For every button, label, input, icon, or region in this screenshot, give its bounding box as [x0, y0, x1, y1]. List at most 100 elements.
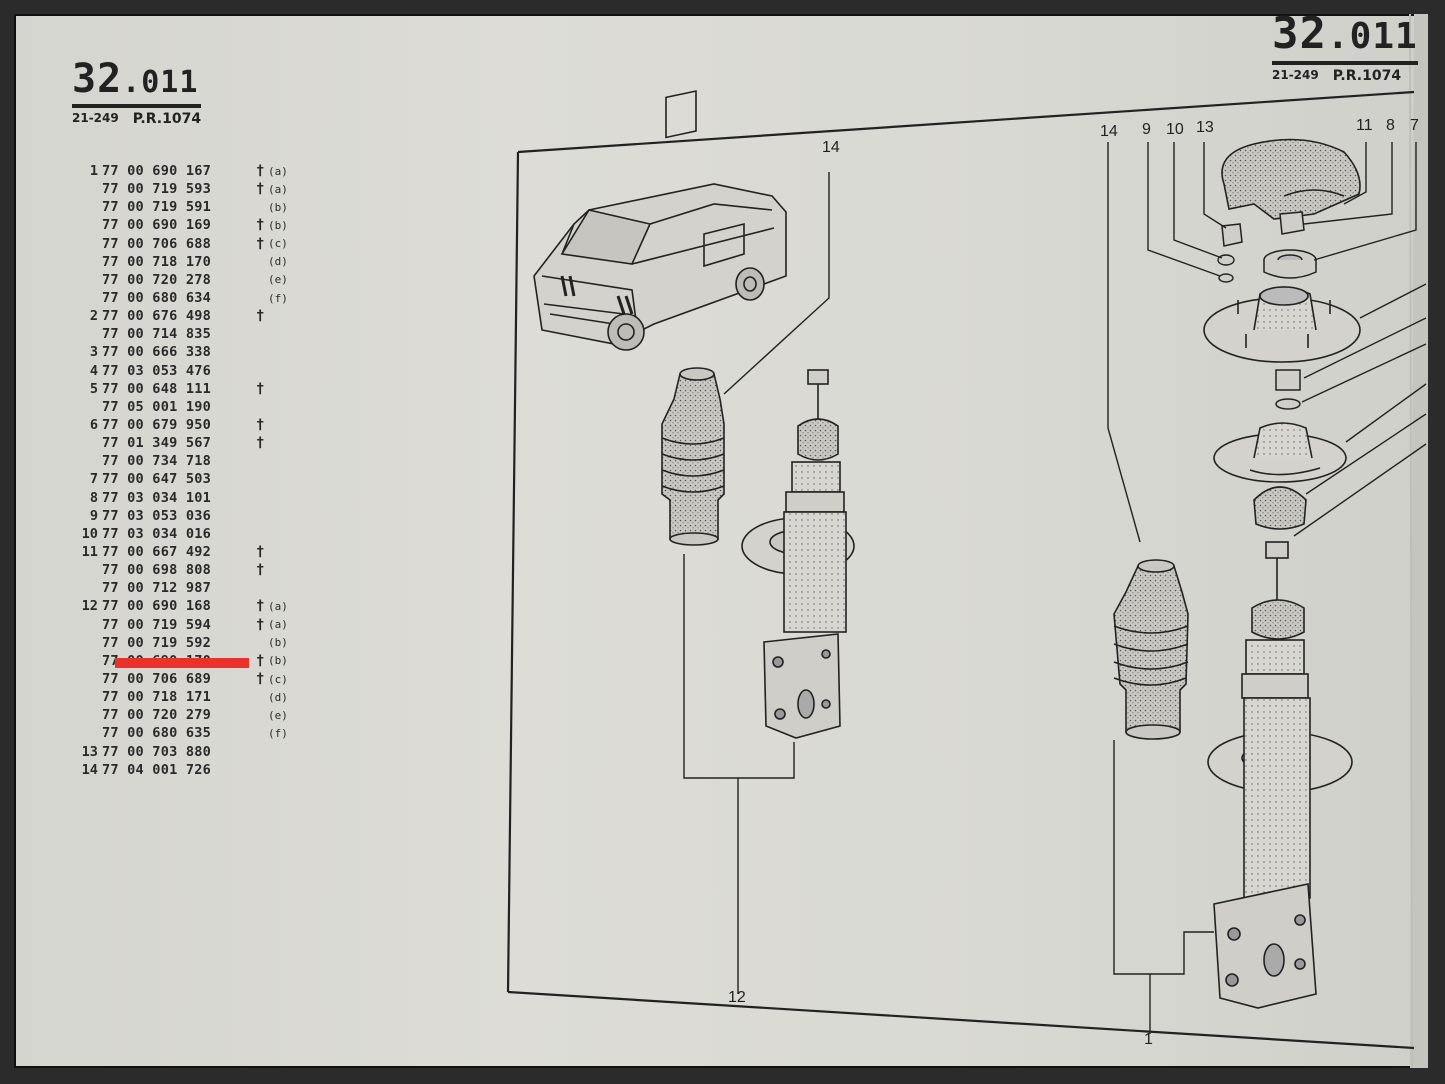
rubber-stop	[1253, 486, 1307, 530]
part-ref-number: 1	[89, 163, 98, 180]
callout-14-left: 14	[822, 139, 840, 156]
dagger-mark: †	[256, 217, 265, 234]
part-ref-number: 10	[81, 525, 98, 542]
callout-10: 10	[1166, 121, 1184, 138]
part-number: 77 00 720 279	[102, 707, 211, 724]
part-number: 77 04 001 726	[102, 761, 211, 778]
part-ref-number: 2	[89, 308, 98, 325]
exploded-diagram: 14 12 14 9 10 13 11 8 7 1	[506, 90, 1427, 1050]
part-number: 77 00 718 170	[102, 253, 211, 270]
parts-list-row: 77 01 349 567 †	[80, 434, 288, 452]
part-ref-number: 13	[81, 743, 98, 760]
dagger-mark: †	[256, 435, 265, 452]
section-number-right: 32.011	[1272, 14, 1418, 59]
part-number: 77 00 719 592	[102, 634, 211, 651]
part-number: 77 03 053 036	[102, 507, 211, 524]
part-number: 77 00 690 169	[102, 217, 211, 234]
part-number: 77 00 719 593	[102, 181, 211, 198]
part-ref-number: 8	[89, 489, 98, 506]
header-rule	[72, 104, 202, 108]
section-code: 21-249	[72, 111, 119, 125]
variant-note: (f)	[268, 291, 288, 305]
part-number: 77 00 706 689	[102, 671, 211, 687]
thrust-washer-7	[1263, 249, 1317, 279]
part-number: 77 03 053 476	[102, 362, 211, 379]
parts-list-row: 77 00 706 688†(c)	[80, 235, 288, 253]
frame-bottom-line	[507, 990, 1415, 1050]
part-number: 77 00 676 498	[102, 308, 211, 325]
part-number: 77 05 001 190	[102, 398, 211, 415]
section-number: 32.011	[72, 56, 199, 102]
header-rule-right	[1272, 61, 1418, 65]
part-number: 77 00 648 111	[102, 380, 211, 397]
parts-list-row: 77 00 719 593†(a)	[80, 180, 288, 198]
part-number: 77 00 647 503	[102, 471, 211, 488]
variant-note: (a)	[268, 599, 288, 613]
variant-note: (a)	[268, 618, 288, 632]
dagger-mark: †	[256, 235, 265, 252]
part-number: 77 00 714 835	[102, 326, 211, 343]
parts-list-row: 77 00 680 635(f)	[80, 724, 288, 742]
parts-list-row: 77 00 719 594†(a)	[80, 616, 288, 634]
bump-stop-right	[1113, 559, 1189, 740]
nut-8	[1279, 211, 1305, 235]
variant-note: (b)	[268, 200, 288, 214]
part-ref-number: 12	[81, 598, 98, 615]
part-ref-number: 5	[89, 380, 98, 397]
part-number: 77 00 680 634	[102, 290, 211, 307]
callout-14-right: 14	[1100, 123, 1118, 140]
parts-list-row: 77 00 712 987	[80, 579, 288, 597]
parts-list-row: 77 00 718 170(d)	[80, 253, 288, 271]
callout-1: 1	[1144, 1031, 1153, 1048]
part-number: 77 00 734 718	[102, 453, 211, 470]
dagger-mark: †	[256, 616, 265, 633]
parts-list-row: 77 00 690 169†(b)	[80, 216, 288, 234]
part-number: 77 00 718 171	[102, 689, 211, 706]
washer-10	[1217, 254, 1235, 283]
upper-mount-plate	[1203, 286, 1361, 363]
part-number: 77 00 703 880	[102, 743, 211, 760]
part-number: 77 00 690 167	[102, 163, 211, 180]
part-number: 77 00 720 278	[102, 271, 211, 288]
parts-list-row: 77 00 680 634 (f)	[80, 289, 288, 307]
part-ref-number: 9	[89, 507, 98, 524]
variant-note: (e)	[268, 708, 288, 722]
section-code-right: 21-249	[1272, 68, 1319, 82]
variant-note: (d)	[268, 690, 288, 704]
frame-top-line	[517, 90, 1415, 154]
parts-list-row: 77 00 718 171 (d)	[80, 688, 288, 706]
spacer-sleeve	[1275, 369, 1301, 410]
callout-7: 7	[1410, 117, 1419, 134]
van-illustration	[533, 90, 787, 351]
lower-spring-seat	[1213, 422, 1347, 483]
dagger-mark: †	[256, 181, 265, 198]
part-ref-number: 11	[81, 544, 98, 561]
part-number: 77 03 034 101	[102, 489, 211, 506]
nut-13	[1221, 223, 1243, 247]
part-number: 77 00 719 591	[102, 199, 211, 216]
top-mount-cap	[1221, 138, 1361, 220]
variant-note: (c)	[268, 237, 288, 251]
part-number: 77 01 349 567	[102, 435, 211, 452]
part-number: 77 00 690 168	[102, 598, 211, 615]
parts-list-row: 77 00 719 591 (b)	[80, 198, 288, 216]
bump-stop-left	[661, 367, 725, 546]
variant-note: (e)	[268, 273, 288, 287]
callout-12: 12	[728, 989, 746, 1006]
parts-list-row: 77 00 720 279 (e)	[80, 706, 288, 724]
parts-list-row: 77 00 734 718	[80, 452, 288, 470]
callout-9: 9	[1142, 121, 1151, 138]
parts-list-row: 77 00 719 592(b)	[80, 634, 288, 652]
